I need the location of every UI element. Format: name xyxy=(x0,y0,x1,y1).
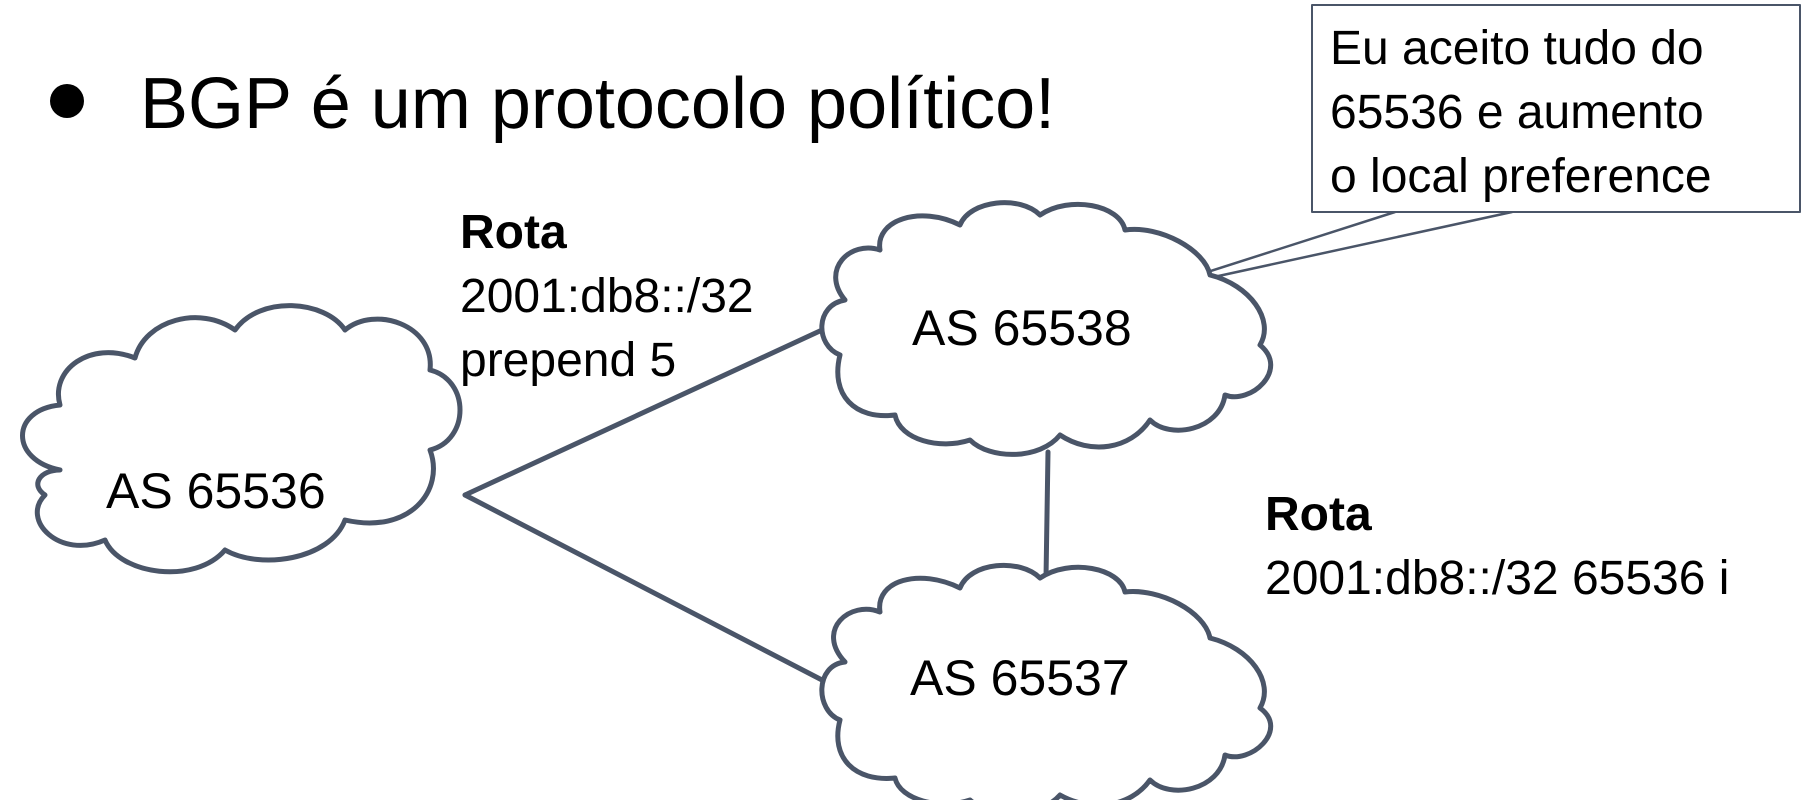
callout-box xyxy=(1311,4,1801,213)
cloud-as65537 xyxy=(819,562,1274,800)
route-top-line1: 2001:db8::/32 xyxy=(460,270,754,323)
link-as65536-as65537 xyxy=(462,492,825,683)
node-label-as65537: AS 65537 xyxy=(910,650,1130,706)
link-as65538-as65537 xyxy=(1043,449,1051,581)
bullet-dot-icon xyxy=(50,84,84,118)
node-label-as65536: AS 65536 xyxy=(106,463,326,519)
heading-text: BGP é um protocolo político! xyxy=(140,64,1056,144)
node-label-as65538: AS 65538 xyxy=(912,300,1132,356)
callout-line1: Eu aceito tudo do xyxy=(1330,22,1704,75)
cloud-as65536 xyxy=(20,303,463,575)
callout-line3: o local preference xyxy=(1330,150,1712,203)
route-top-line2: prepend 5 xyxy=(460,334,676,387)
route-right-title: Rota xyxy=(1265,488,1372,541)
cloud-as65538 xyxy=(819,200,1274,457)
bullet-heading: BGP é um protocolo político! xyxy=(50,62,1055,146)
link-as65536-as65538 xyxy=(462,327,825,498)
route-top-title: Rota xyxy=(460,206,567,259)
callout-line2: 65536 e aumento xyxy=(1330,86,1704,139)
route-right-line1: 2001:db8::/32 65536 i xyxy=(1265,552,1729,605)
